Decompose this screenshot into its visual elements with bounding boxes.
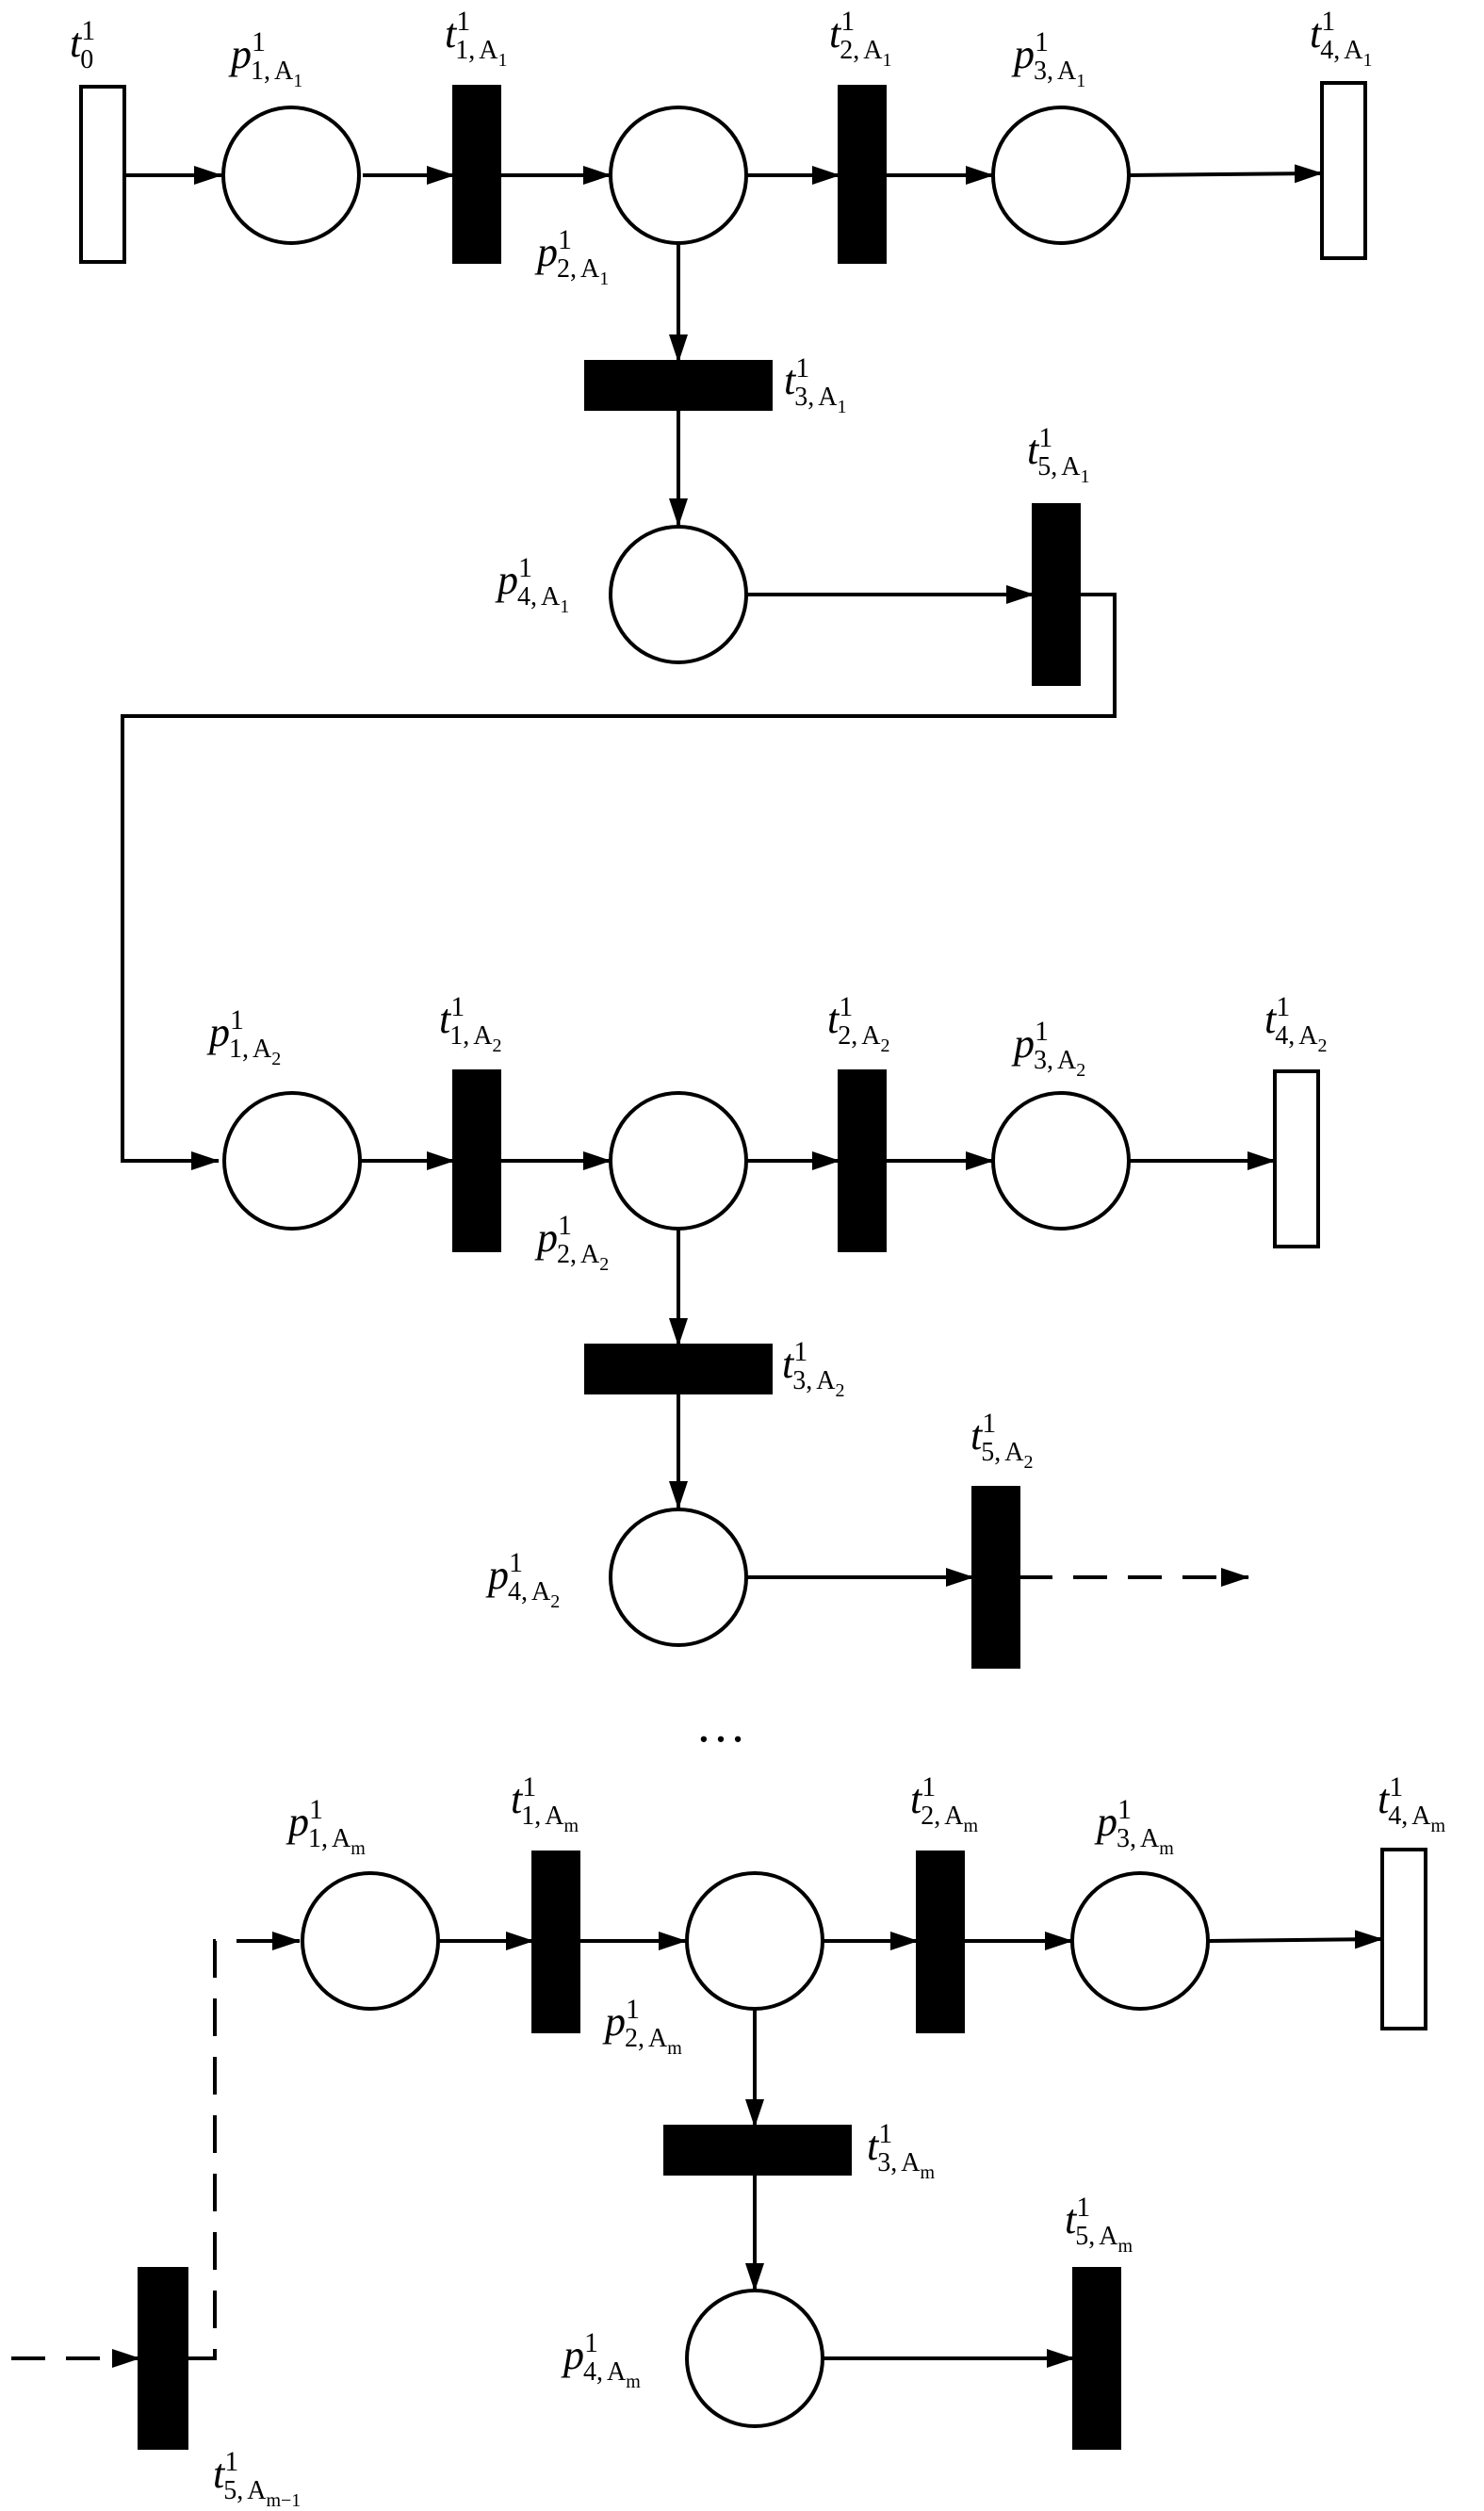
place-p1A1 xyxy=(221,106,361,245)
arc-t5A1-p1A2 xyxy=(121,593,1117,1170)
transition-t4Am xyxy=(1380,1848,1427,2030)
transition-t2A2 xyxy=(838,1069,887,1252)
transition-t2A1 xyxy=(838,85,887,264)
transition-t4A2 xyxy=(1273,1069,1320,1248)
transition-t3A2 xyxy=(584,1344,773,1394)
transition-t5Am xyxy=(1072,2267,1121,2450)
place-p4A1 xyxy=(609,525,748,664)
transition-t4A1 xyxy=(1320,81,1367,260)
place-p3A1 xyxy=(991,106,1131,245)
transition-t0 xyxy=(79,85,126,264)
transitions xyxy=(79,81,1427,2450)
place-p2A1 xyxy=(609,106,748,245)
place-p4Am xyxy=(685,2289,824,2428)
transition-t5Am1 xyxy=(138,2267,188,2450)
transition-t3A1 xyxy=(584,360,773,411)
places xyxy=(221,106,1210,2428)
place-p1Am xyxy=(301,1871,440,2011)
arc-t5Am1-p1Am xyxy=(187,1932,301,2360)
transition-t1A1 xyxy=(452,85,501,264)
place-p1A2 xyxy=(222,1091,362,1231)
arcs xyxy=(11,164,1383,2368)
place-p2Am xyxy=(685,1871,824,2011)
transition-t3Am xyxy=(663,2125,852,2176)
transition-t5A1 xyxy=(1032,503,1081,686)
transition-t1Am xyxy=(531,1851,580,2033)
place-p2A2 xyxy=(609,1091,748,1231)
ellipsis: … xyxy=(695,1696,746,1753)
transition-t1A2 xyxy=(452,1069,501,1252)
arc-p3A1-t4A1 xyxy=(1128,164,1323,184)
place-p3A2 xyxy=(991,1091,1131,1231)
arc-p3Am-t4Am xyxy=(1207,1930,1383,1949)
transition-t2Am xyxy=(916,1851,965,2033)
transition-t5A2 xyxy=(971,1486,1020,1669)
place-p4A2 xyxy=(609,1508,748,1647)
place-p3Am xyxy=(1070,1871,1210,2011)
